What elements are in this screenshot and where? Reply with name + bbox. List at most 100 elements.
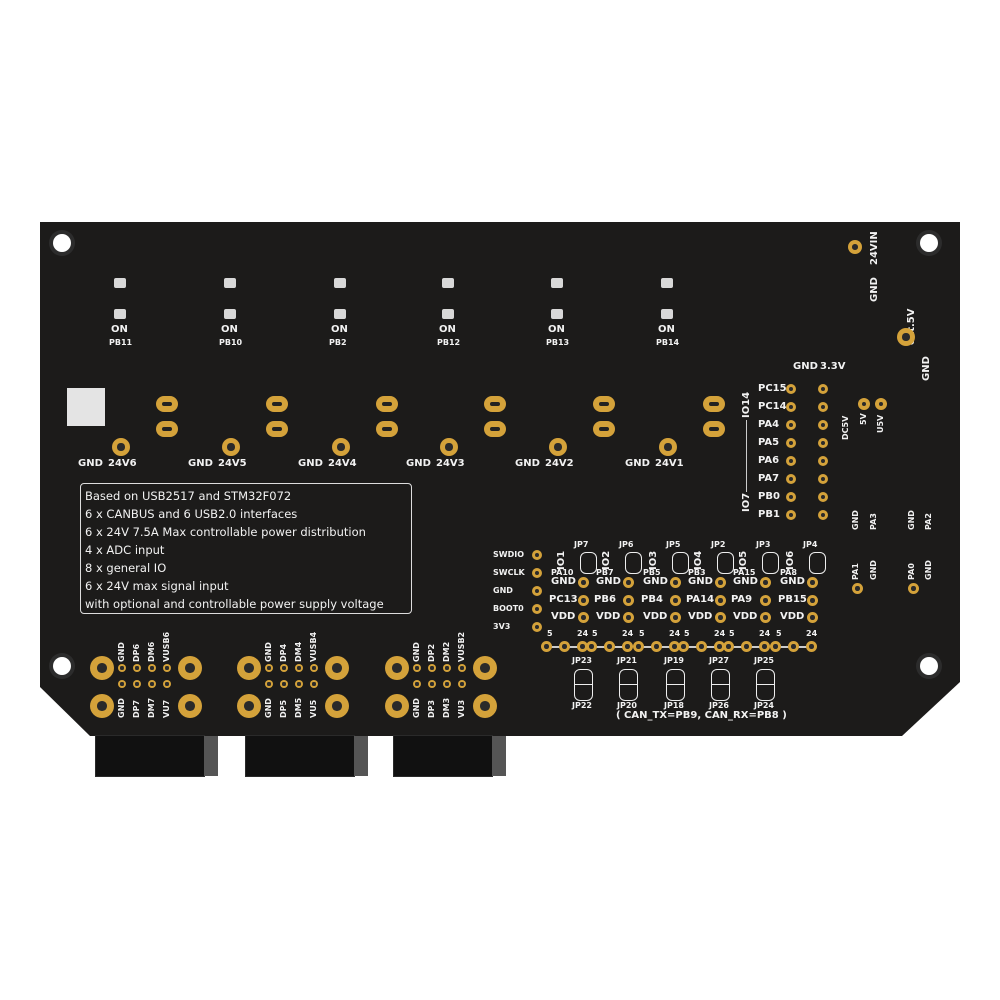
power-switch-icon[interactable]: [114, 278, 126, 288]
header-pin[interactable]: [786, 402, 796, 412]
can-jumper[interactable]: [619, 669, 638, 701]
voltage-select-pad[interactable]: [678, 641, 689, 652]
header-pin[interactable]: [818, 438, 828, 448]
voltage-select-pad[interactable]: [788, 641, 799, 652]
io-pad[interactable]: [807, 595, 818, 606]
header-pin[interactable]: [818, 492, 828, 502]
swd-pad[interactable]: [532, 604, 542, 614]
usb-pin: [148, 664, 156, 672]
voltage-select-pad[interactable]: [759, 641, 770, 652]
power-switch-icon[interactable]: [661, 309, 673, 319]
voltage-select-pad[interactable]: [669, 641, 680, 652]
can-jumper[interactable]: [666, 669, 685, 701]
io-pad[interactable]: [623, 612, 634, 623]
voltage-select-pad[interactable]: [633, 641, 644, 652]
mounting-hole: [53, 234, 71, 252]
output-pad: [549, 438, 567, 456]
adc-pad[interactable]: [908, 583, 919, 594]
io-pad[interactable]: [670, 612, 681, 623]
channel-switch-label: ON: [221, 324, 238, 335]
power-switch-icon[interactable]: [551, 309, 563, 319]
jumper-pad[interactable]: [717, 552, 734, 574]
header-pin[interactable]: [818, 510, 828, 520]
io-pad[interactable]: [623, 577, 634, 588]
power-switch-icon[interactable]: [442, 309, 454, 319]
io-pad[interactable]: [715, 595, 726, 606]
power-switch-icon[interactable]: [661, 278, 673, 288]
usb-connector: [245, 735, 368, 777]
power-switch-icon[interactable]: [551, 278, 563, 288]
jumper-pad[interactable]: [809, 552, 826, 574]
io-pad[interactable]: [807, 612, 818, 623]
io-pad[interactable]: [760, 612, 771, 623]
header-pin[interactable]: [786, 492, 796, 502]
header-pin[interactable]: [786, 384, 796, 394]
io7-label: IO7: [741, 492, 752, 512]
power-switch-icon[interactable]: [114, 309, 126, 319]
io-pad[interactable]: [670, 577, 681, 588]
io-pad[interactable]: [670, 595, 681, 606]
header-pin[interactable]: [786, 456, 796, 466]
io-pad[interactable]: [578, 577, 589, 588]
voltage-select-pad[interactable]: [770, 641, 781, 652]
voltage-select-pad[interactable]: [741, 641, 752, 652]
swd-pad[interactable]: [532, 586, 542, 596]
io-pad[interactable]: [715, 612, 726, 623]
gnd-label: GND: [780, 576, 805, 587]
io-pad[interactable]: [623, 595, 634, 606]
voltage-select-pad[interactable]: [604, 641, 615, 652]
usb-pin-label: DP4: [279, 643, 288, 662]
io-pad[interactable]: [578, 595, 589, 606]
io-bracket-line: [746, 420, 747, 492]
header-pin[interactable]: [818, 456, 828, 466]
voltage-select-pad[interactable]: [806, 641, 817, 652]
voltage-select-pad[interactable]: [723, 641, 734, 652]
io14-label: IO14: [741, 391, 752, 418]
can-jumper[interactable]: [574, 669, 593, 701]
voltage-select-pad[interactable]: [577, 641, 588, 652]
voltage-select-pad[interactable]: [714, 641, 725, 652]
header-pin[interactable]: [818, 402, 828, 412]
ext-gnd-label: GND: [921, 356, 932, 381]
header-pin[interactable]: [786, 438, 796, 448]
voltage-select-pad[interactable]: [696, 641, 707, 652]
channel-switch-label: ON: [439, 324, 456, 335]
io-pad[interactable]: [715, 577, 726, 588]
jumper-pad[interactable]: [580, 552, 597, 574]
usb-pin-label: GND: [117, 698, 126, 718]
io-pad[interactable]: [807, 577, 818, 588]
jumper-pad[interactable]: [672, 552, 689, 574]
usb-mount-pad: [178, 694, 202, 718]
header-pin[interactable]: [786, 474, 796, 484]
io-pad[interactable]: [760, 595, 771, 606]
power-switch-icon[interactable]: [334, 309, 346, 319]
voltage-select-pad[interactable]: [622, 641, 633, 652]
jumper-pad[interactable]: [625, 552, 642, 574]
power-switch-icon[interactable]: [224, 278, 236, 288]
swd-pad[interactable]: [532, 568, 542, 578]
voltage-select-pad[interactable]: [586, 641, 597, 652]
sel-pin-label: PA10: [551, 568, 574, 577]
header-pin[interactable]: [786, 420, 796, 430]
header-pin[interactable]: [818, 384, 828, 394]
screw-terminal-pad: [593, 396, 615, 412]
power-switch-icon[interactable]: [334, 278, 346, 288]
swd-pad[interactable]: [532, 550, 542, 560]
can-jumper[interactable]: [756, 669, 775, 701]
io-pad[interactable]: [578, 612, 589, 623]
voltage-select-pad[interactable]: [559, 641, 570, 652]
adc-pad[interactable]: [852, 583, 863, 594]
jumper-pad[interactable]: [762, 552, 779, 574]
header-pin[interactable]: [818, 474, 828, 484]
swd-pad[interactable]: [532, 622, 542, 632]
vdd-label: VDD: [733, 611, 758, 622]
can-jumper[interactable]: [711, 669, 730, 701]
voltage-select-pad[interactable]: [651, 641, 662, 652]
power-switch-icon[interactable]: [442, 278, 454, 288]
io-pad[interactable]: [760, 577, 771, 588]
jp-label: JP27: [709, 656, 729, 665]
power-switch-icon[interactable]: [224, 309, 236, 319]
header-pin[interactable]: [818, 420, 828, 430]
header-pin[interactable]: [786, 510, 796, 520]
voltage-select-pad[interactable]: [541, 641, 552, 652]
